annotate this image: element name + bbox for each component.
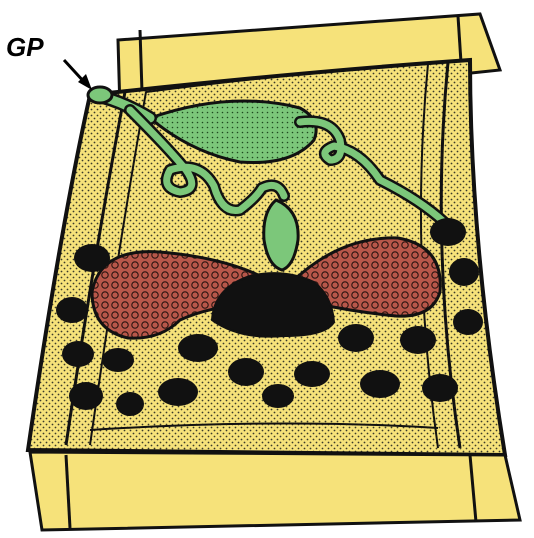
lower-segment <box>30 452 520 530</box>
arrow-icon <box>64 60 92 90</box>
gp-label: GP <box>6 32 44 62</box>
